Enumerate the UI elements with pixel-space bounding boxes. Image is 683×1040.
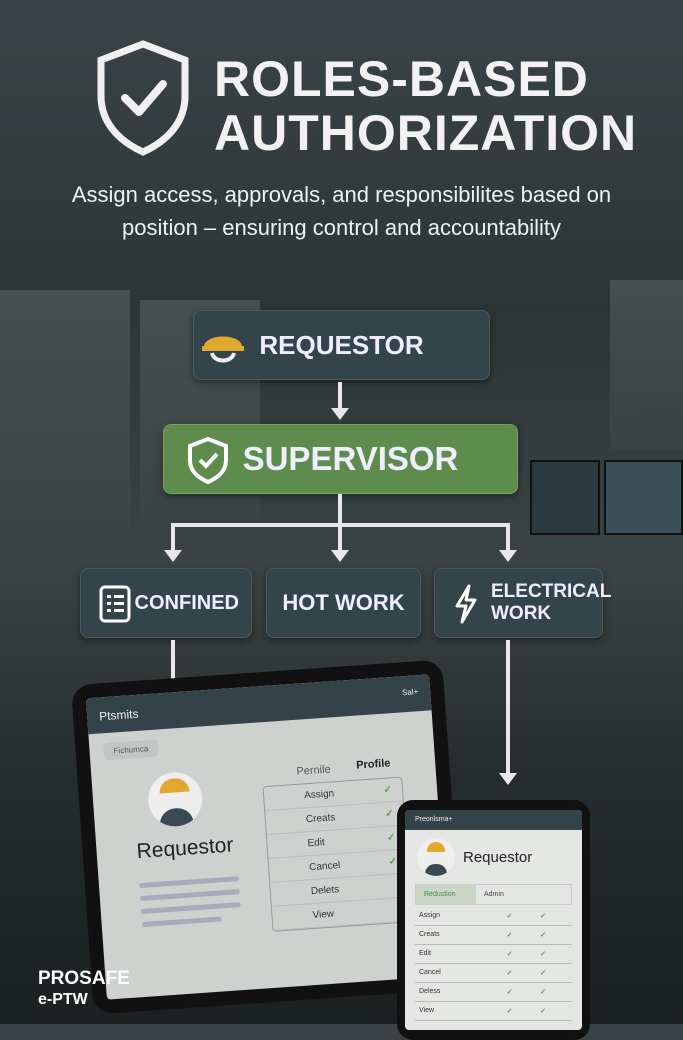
permission-label: View bbox=[312, 908, 335, 922]
hot-work-label: HOT WORK bbox=[282, 590, 405, 615]
brand-logo: PROSAFE e-PTW bbox=[38, 968, 130, 1010]
tab-admin[interactable]: Admin bbox=[484, 891, 504, 898]
checklist-icon bbox=[99, 585, 131, 623]
permission-label: Edit bbox=[419, 950, 432, 957]
shield-check-icon bbox=[97, 40, 189, 156]
hot-work-box: HOT WORK bbox=[266, 568, 421, 638]
check-icon: ✓ bbox=[540, 951, 546, 958]
check-icon: ✓ bbox=[506, 932, 513, 939]
tablet-header: Ptsmits Sal+ bbox=[85, 674, 432, 735]
electrical-work-label: ELECTRICAL WORK bbox=[491, 581, 611, 624]
check-icon: ✓ bbox=[384, 808, 395, 820]
permission-label: Assign bbox=[419, 912, 441, 919]
subtitle: Assign access, approvals, and responsibi… bbox=[71, 182, 612, 240]
tablet-tab[interactable]: Fichumca bbox=[103, 739, 159, 761]
check-icon: ✓ bbox=[540, 932, 546, 939]
check-icon: ✓ bbox=[506, 913, 513, 920]
background-window bbox=[0, 290, 130, 530]
permission-label: Cancel bbox=[419, 969, 441, 976]
arrow-head bbox=[331, 408, 349, 420]
table-row: Assign ✓ ✓ bbox=[415, 907, 572, 926]
table-row: Creats ✓ ✓ bbox=[415, 926, 572, 945]
phone-role-name: Requestor bbox=[463, 848, 533, 866]
background-monitor bbox=[604, 460, 683, 535]
check-icon: ✓ bbox=[540, 1008, 546, 1015]
permission-label: Deless bbox=[419, 988, 441, 995]
permission-label: Cancel bbox=[308, 860, 341, 874]
tablet-screen: Ptsmits Sal+ Fichumca Requestor Pernile P… bbox=[85, 674, 451, 1000]
tablet-header-right: Sal+ bbox=[401, 687, 419, 698]
lightning-icon bbox=[455, 584, 477, 624]
tablet-title: Ptsmits bbox=[98, 706, 139, 724]
branch-line bbox=[338, 494, 342, 550]
branch-line bbox=[171, 523, 175, 551]
permission-label: Delets bbox=[310, 884, 340, 898]
phone-header: Preonlsma+ bbox=[405, 810, 582, 830]
arrow-head bbox=[331, 550, 349, 562]
placeholder-lines bbox=[138, 868, 242, 935]
supervisor-box: SUPERVISOR bbox=[163, 424, 518, 494]
phone-permissions-table: Assign✓✓Creats✓✓Edit✓✓Cancel✓✓Deless✓✓Vi… bbox=[415, 907, 572, 1021]
permission-label: Creats bbox=[419, 931, 440, 938]
avatar bbox=[417, 838, 455, 876]
arrow-head bbox=[499, 773, 517, 785]
arrow-line bbox=[338, 382, 342, 412]
confined-box: CONFINED bbox=[80, 568, 252, 638]
check-icon: ✓ bbox=[383, 784, 393, 796]
shield-check-icon bbox=[188, 436, 228, 484]
arrow-head bbox=[164, 550, 182, 562]
tablet-role-name: Requestor bbox=[135, 833, 235, 864]
check-icon: ✓ bbox=[506, 970, 513, 977]
title-line-1: ROLES-BASED bbox=[214, 51, 589, 107]
background-monitor bbox=[530, 460, 600, 535]
table-row: Cancel ✓ ✓ bbox=[415, 964, 572, 983]
phone-tabs: Redustion Admin bbox=[415, 884, 572, 905]
background-window bbox=[610, 280, 683, 450]
arrow-line bbox=[506, 640, 510, 776]
table-row: View ✓ ✓ bbox=[415, 1002, 572, 1021]
title-line-2: AUTHORIZATION bbox=[214, 105, 638, 161]
table-row: Edit ✓ ✓ bbox=[415, 945, 572, 964]
check-icon: ✓ bbox=[506, 1008, 513, 1015]
check-icon: ✓ bbox=[506, 989, 513, 996]
phone-profile: Requestor bbox=[405, 830, 582, 884]
permission-label: Creats bbox=[305, 812, 336, 826]
brand-product: e-PTW bbox=[38, 991, 88, 1008]
avatar bbox=[146, 770, 204, 829]
requestor-box: REQUESTOR bbox=[193, 310, 490, 380]
permission-label: Edit bbox=[307, 837, 326, 850]
permission-label: View bbox=[419, 1007, 435, 1014]
arrow-line bbox=[171, 640, 175, 702]
branch-line bbox=[171, 523, 510, 527]
check-icon: ✓ bbox=[386, 832, 396, 844]
requestor-label: REQUESTOR bbox=[259, 329, 424, 360]
phone-device: Preonlsma+ Requestor Redustion Admin Assi… bbox=[397, 800, 590, 1040]
confined-label: CONFINED bbox=[134, 591, 239, 614]
tab-redustion[interactable]: Redustion bbox=[416, 885, 476, 904]
table-row: Deless ✓ ✓ bbox=[415, 983, 572, 1002]
branch-line bbox=[506, 523, 510, 551]
hardhat-icon bbox=[202, 336, 244, 363]
check-icon: ✓ bbox=[540, 989, 546, 996]
phone-title: Preonlsma+ bbox=[415, 816, 453, 823]
permission-label: Assign bbox=[303, 788, 335, 802]
brand-name: PROSAFE bbox=[38, 968, 130, 989]
check-icon: ✓ bbox=[540, 913, 546, 920]
check-icon: ✓ bbox=[506, 951, 513, 958]
check-icon: ✓ bbox=[540, 970, 546, 977]
electrical-work-box: ELECTRICAL WORK bbox=[434, 568, 611, 638]
arrow-head bbox=[499, 550, 517, 562]
column-header: Pernile bbox=[296, 763, 332, 778]
column-header: Profile bbox=[355, 757, 391, 772]
supervisor-label: SUPERVISOR bbox=[242, 440, 459, 477]
phone-screen: Preonlsma+ Requestor Redustion Admin Assi… bbox=[405, 810, 582, 1030]
